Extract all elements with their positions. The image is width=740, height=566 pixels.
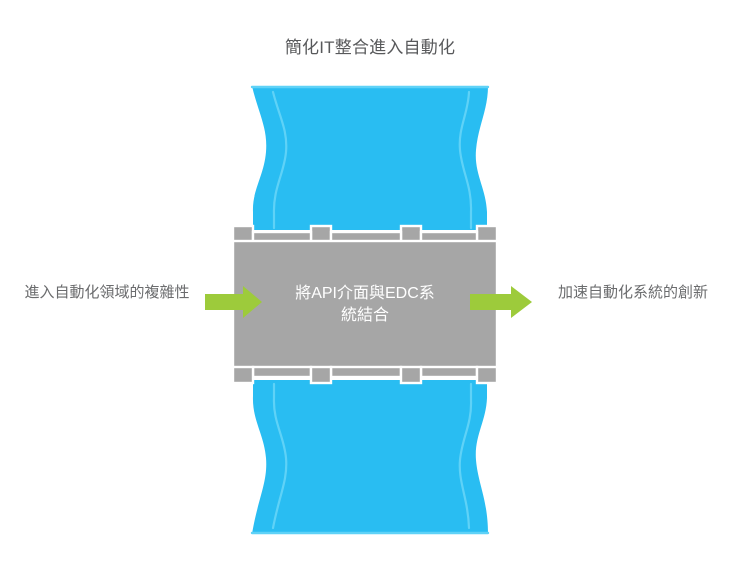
integration-module-body: [231, 239, 499, 370]
lower-pipe-body: [252, 380, 488, 534]
bottom-flange-tab-mid-1: [309, 365, 333, 385]
outflow-arrow-icon: [470, 286, 532, 318]
upper-pipe-right-highlight: [458, 90, 473, 230]
bottom-flange-bar-2: [329, 365, 403, 379]
top-flange-tab-left: [231, 224, 255, 244]
top-flange-tab-mid-1: [309, 224, 333, 244]
inflow-arrow-icon: [205, 286, 262, 318]
module-label-line-1: 將API介面與EDC系: [295, 284, 435, 302]
lower-pipe-left-highlight: [271, 382, 288, 530]
input-caption: 進入自動化領域的複雜性: [24, 284, 190, 301]
lower-pipe-group: [250, 380, 490, 535]
lower-pipe-right-highlight: [458, 382, 473, 530]
output-caption: 加速自動化系統的創新: [557, 284, 708, 301]
bottom-flange-tab-left: [231, 365, 255, 385]
bottom-flange-tab-mid-2: [399, 365, 423, 385]
bottom-flange-tab-right: [475, 365, 499, 385]
page-title: 簡化IT整合進入自動化: [284, 38, 456, 57]
bottom-flange-bar-1: [251, 365, 313, 379]
top-flange-tab-right: [475, 224, 499, 244]
module-label-line-2: 統結合: [341, 306, 389, 324]
bottom-flange-bar-3: [419, 365, 479, 379]
upper-pipe-left-highlight: [271, 90, 288, 230]
upper-pipe-group: [250, 85, 490, 230]
upper-pipe-body: [252, 86, 488, 230]
bottom-flange-assembly: [231, 365, 499, 385]
top-flange-tab-mid-2: [399, 224, 423, 244]
